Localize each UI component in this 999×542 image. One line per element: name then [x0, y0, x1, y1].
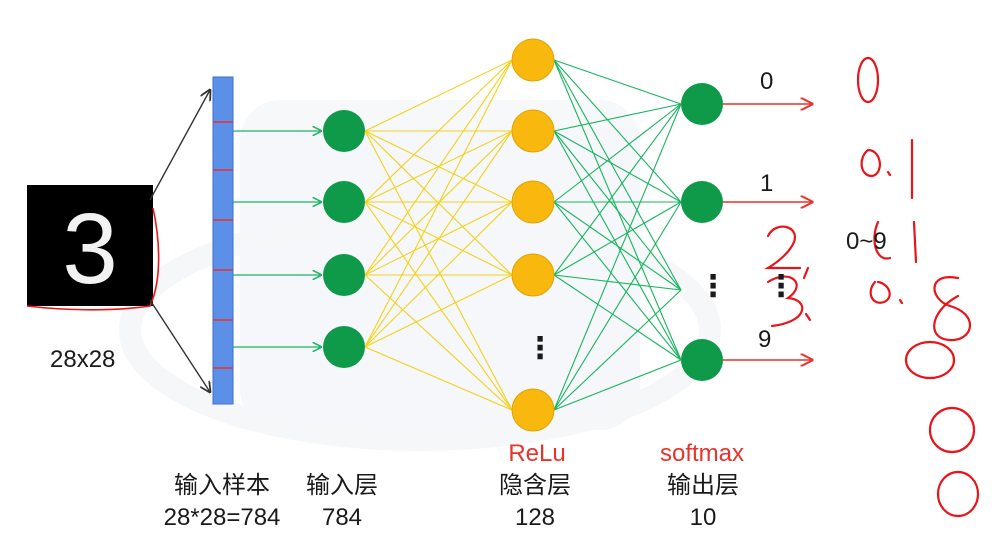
handwritten-annotations: [764, 56, 980, 518]
edge-input-1-hidden-1: [364, 130, 513, 203]
hw-0-8: [869, 276, 971, 342]
edge-hidden-4-output-1: [553, 201, 682, 411]
samples-layer-name: 输入样本: [174, 472, 270, 499]
hw-zero-top: [856, 56, 880, 104]
output-layer-size: 10: [689, 504, 717, 531]
digit-glyph: 3: [62, 193, 118, 305]
edge-hidden-2-output-0: [553, 103, 682, 203]
hidden-node-3: [511, 253, 555, 297]
input-layer-name: 输入层: [306, 472, 378, 499]
flatten-arrow-top: [149, 90, 210, 201]
hidden-node-0: [511, 38, 555, 82]
edge-hidden-1-output-0: [553, 103, 682, 132]
edge-hidden-4-output-2: [553, 359, 682, 411]
edge-hidden-1-output-mid: [553, 130, 682, 291]
output-node-2: [681, 339, 723, 381]
range-label: 0~9: [846, 228, 887, 255]
output-ellipsis-2: ⋮: [766, 270, 796, 303]
edge-input-2-hidden-0: [364, 59, 513, 276]
edge-hidden-0-output-0: [553, 59, 682, 105]
edge-input-1-hidden-4: [364, 201, 513, 411]
hw-3: [766, 275, 812, 328]
hidden-node-4: [511, 388, 555, 432]
flatten-arrow-bottom: [149, 299, 210, 392]
input-layer-size: 784: [321, 504, 363, 531]
edge-hidden-1-output-1: [553, 130, 682, 203]
edge-input-0-hidden-4: [364, 130, 513, 411]
input-node-3: [323, 326, 365, 368]
output-activation: softmax: [659, 440, 745, 467]
output-label-0: 0: [760, 68, 774, 95]
edge-hidden-2-output-2: [553, 201, 682, 361]
hw-2: [764, 225, 810, 280]
edge-hidden-3-output-mid: [553, 274, 682, 291]
hidden-node-2: [511, 180, 555, 224]
edge-input-3-hidden-4: [364, 346, 513, 411]
edge-input-3-hidden-3: [364, 274, 513, 348]
edge-hidden-0-output-1: [553, 59, 682, 203]
output-node-0: [681, 83, 723, 125]
edge-input-3-hidden-1: [364, 130, 513, 348]
input-node-2: [323, 254, 365, 296]
edge-input-1-hidden-0: [364, 59, 513, 203]
hw-zero-1: [904, 340, 956, 380]
output-label-9: 9: [758, 326, 772, 353]
digit-underline: [26, 207, 160, 311]
samples-layer-size: 28*28=784: [163, 504, 281, 531]
edge-input-3-hidden-2: [364, 201, 513, 348]
edge-input-3-hidden-0: [364, 59, 513, 348]
edge-hidden-2-output-mid: [553, 201, 682, 291]
hw-zero-2: [928, 406, 976, 454]
edge-hidden-4-output-mid: [553, 289, 682, 411]
output-ellipsis: ⋮: [698, 270, 728, 303]
edge-hidden-4-output-0: [553, 103, 682, 411]
hidden-node-1: [511, 109, 555, 153]
edge-hidden-3-output-2: [553, 274, 682, 361]
digit-size-label: 28x28: [50, 346, 116, 373]
output-layer-name: 输出层: [667, 472, 739, 499]
digit-image: 3: [27, 185, 153, 306]
output-label-1: 1: [760, 170, 774, 197]
hidden-activation: ReLu: [508, 440, 566, 467]
flattened-vector: [212, 76, 234, 405]
hw-0-1: [860, 138, 914, 200]
edge-input-2-hidden-4: [364, 274, 513, 411]
hidden-layer-size: 128: [514, 504, 556, 531]
hidden-layer-name: 隐含层: [499, 472, 571, 499]
hw-0-1b: [873, 220, 918, 264]
edge-hidden-3-output-0: [553, 103, 682, 276]
edge-input-0-hidden-0: [364, 59, 513, 132]
input-node-1: [323, 181, 365, 223]
output-node-1: [681, 181, 723, 223]
edge-hidden-0-output-mid: [553, 59, 682, 291]
hw-zero-3: [936, 470, 980, 518]
input-node-0: [323, 110, 365, 152]
hidden-ellipsis: ⋮: [525, 332, 555, 365]
edge-hidden-3-output-1: [553, 201, 682, 276]
